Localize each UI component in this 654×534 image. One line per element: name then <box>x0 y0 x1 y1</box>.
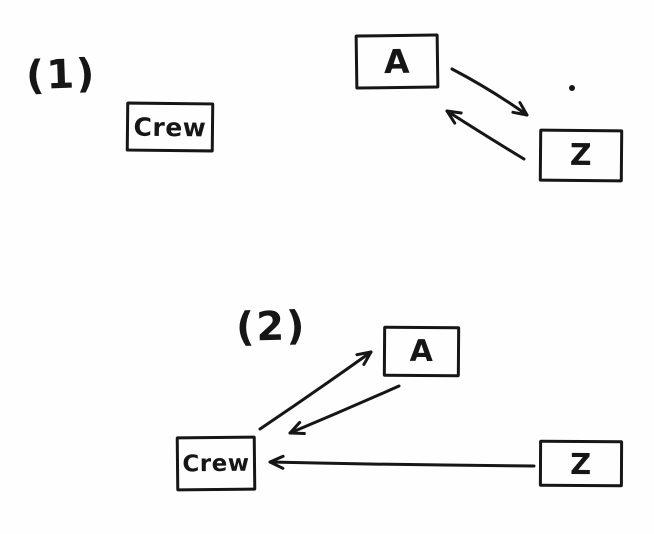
node-z-section-1: Z <box>538 128 624 183</box>
node-a-section-1: A <box>354 33 440 90</box>
section-2-label: (2) <box>235 303 307 351</box>
arrow-a-to-z <box>450 67 529 117</box>
node-crew-section-2: Crew <box>175 435 257 492</box>
node-z-section-2: Z <box>538 439 624 488</box>
node-a-section-2: A <box>382 325 461 378</box>
arrow-a-to-crew <box>288 384 401 436</box>
section-1-label: (1) <box>25 50 98 100</box>
arrow-z-to-a <box>445 109 526 161</box>
arrow-crew-to-a <box>258 350 373 431</box>
arrow-z-to-crew <box>268 454 536 470</box>
ink-dot <box>569 85 575 91</box>
node-crew-section-1: Crew <box>125 101 215 153</box>
